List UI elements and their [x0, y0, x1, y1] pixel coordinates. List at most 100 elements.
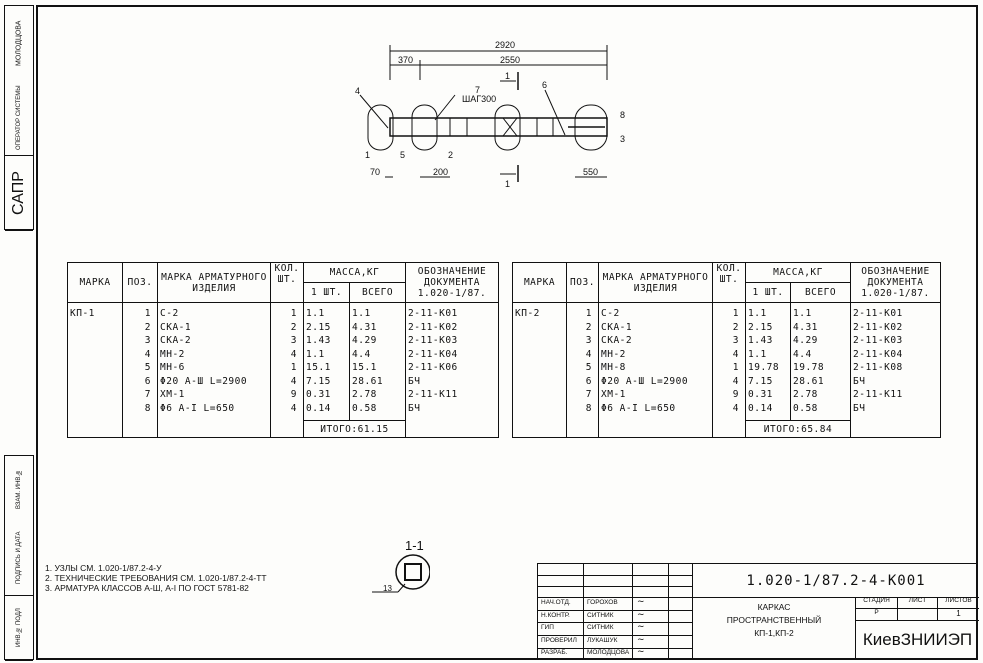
person-name: МОЛОДЦОВА: [587, 649, 630, 656]
cell: БЧ: [408, 402, 421, 414]
cell: 2-11-К03: [853, 335, 903, 346]
cell: 3: [144, 335, 151, 346]
cell: 0.14: [748, 402, 773, 414]
cell: 2-11-К02: [853, 321, 903, 333]
cell: 8: [585, 402, 592, 414]
stage-value: Р: [856, 609, 898, 621]
stage-grid: СТАДИЯ ЛИСТ ЛИСТОВ Р 1: [856, 597, 979, 621]
cell: 1: [732, 362, 739, 373]
cell: 4: [585, 348, 592, 360]
title-block: 1.020-1/87.2-4-К001 КАРКАС ПРОСТРАНСТВЕН…: [537, 563, 979, 660]
pos-label: 2: [448, 150, 453, 160]
note: 1. УЗЛЫ СМ. 1.020-1/87.2-4-У: [45, 563, 162, 573]
cell: 3: [585, 335, 592, 346]
cell: 1.1: [748, 308, 767, 319]
header-kol: КОЛ. ШТ.: [712, 262, 746, 303]
cell: МН-6: [160, 362, 185, 373]
person-name: СИТНИК: [587, 624, 614, 631]
header-massa: МАССА,КГ: [745, 262, 851, 283]
cell: 2: [144, 321, 151, 333]
vzam-label: ВЗАМ. ИНВ.№: [16, 468, 22, 509]
cell: СКА-2: [601, 335, 633, 346]
cell: 4: [144, 348, 151, 360]
dim-left: 370: [398, 55, 413, 65]
total-row: ИТОГО:65.84: [745, 420, 851, 438]
cell: 5: [144, 362, 151, 373]
marka-cell: КП-2: [512, 302, 567, 438]
header-doc: ОБОЗНАЧЕНИЕ ДОКУМЕНТА 1.020-1/87.: [850, 262, 941, 303]
person-name: ГОРОХОВ: [587, 599, 618, 606]
note: 2. ТЕХНИЧЕСКИЕ ТРЕБОВАНИЯ СМ. 1.020-1/87…: [45, 573, 267, 583]
cell: 1.43: [306, 335, 331, 346]
cell: 5: [585, 362, 592, 373]
section-title: 1-1: [405, 538, 424, 553]
sheet-label: ЛИСТ: [898, 597, 938, 609]
role-label: НАЧ.ОТД.: [541, 599, 571, 606]
role-label: ПРОВЕРИЛ: [541, 636, 577, 644]
cell: 2.15: [306, 321, 331, 333]
cell: СКА-1: [601, 321, 633, 333]
cell: 3: [290, 335, 297, 346]
cell: 4.31: [352, 321, 377, 333]
cell: 1.1: [306, 308, 325, 319]
cell: 4.29: [793, 335, 818, 346]
cell: 0.58: [352, 402, 377, 414]
cell: 4: [290, 348, 297, 360]
cell: 4: [732, 375, 739, 387]
cell: 7.15: [748, 375, 773, 387]
cell: 1.1: [748, 348, 767, 360]
header-one: 1 ШТ.: [745, 282, 791, 303]
role-label: ГИП: [541, 624, 554, 631]
title-line: ПРОСТРАНСТВЕННЫЙ: [726, 615, 822, 625]
header-massa: МАССА,КГ: [303, 262, 406, 283]
cell: 1.1: [793, 308, 812, 319]
cell: С-2: [160, 308, 179, 319]
dim-main: 2550: [500, 55, 520, 65]
signature: ~: [637, 647, 645, 657]
organization: КиевЗНИИЭП: [862, 630, 973, 649]
cell: МН-2: [601, 348, 626, 360]
dim-70: 70: [370, 167, 380, 177]
cell: 4.29: [352, 335, 377, 346]
cell: 2-11-К01: [853, 308, 903, 319]
header-poz: ПОЗ.: [566, 262, 599, 303]
cell: 4.4: [352, 348, 371, 360]
left-stamp: МОЛОДЦОВА ОПЕРАТОР СИСТЕМЫ САПР: [4, 5, 34, 231]
signature: ~: [637, 634, 645, 645]
header-one: 1 ШТ.: [303, 282, 350, 303]
cell: 1: [585, 308, 592, 319]
pos-label: 1: [365, 150, 370, 160]
pos-label: 5: [400, 150, 405, 160]
cell: 2-11-К02: [408, 321, 458, 333]
cell: 1.1: [306, 348, 325, 360]
left-approval-strip: ВЗАМ. ИНВ.№ ПОДПИСЬ И ДАТА ИНВ.№ ПОДЛ: [4, 455, 34, 661]
cell: 2: [732, 321, 739, 333]
cell: 9: [732, 389, 739, 400]
section-mark-bottom: 1: [505, 179, 510, 189]
cell: БЧ: [853, 375, 866, 387]
role-label: Н.КОНТР.: [541, 611, 570, 619]
cell: 6: [144, 375, 151, 387]
cell: 0.31: [748, 389, 773, 400]
header-marka: МАРКА: [512, 262, 567, 303]
operator-name: МОЛОДЦОВА: [15, 20, 23, 67]
cell: 15.1: [306, 362, 331, 373]
cell: 8: [144, 402, 151, 414]
header-marka-arm: МАРКА АРМАТУРНОГО ИЗДЕЛИЯ: [598, 262, 713, 303]
header-poz: ПОЗ.: [122, 262, 158, 303]
header-doc: ОБОЗНАЧЕНИЕ ДОКУМЕНТА 1.020-1/87.: [405, 262, 499, 303]
sheets-label: ЛИСТОВ: [938, 597, 979, 609]
dim-550: 550: [583, 167, 598, 177]
cell: 2-11-К11: [853, 389, 903, 400]
signature: ~: [637, 609, 645, 620]
cell: 4: [290, 375, 297, 387]
podpis-label: ПОДПИСЬ И ДАТА: [5, 521, 33, 596]
cell: 2-11-К11: [408, 389, 458, 400]
